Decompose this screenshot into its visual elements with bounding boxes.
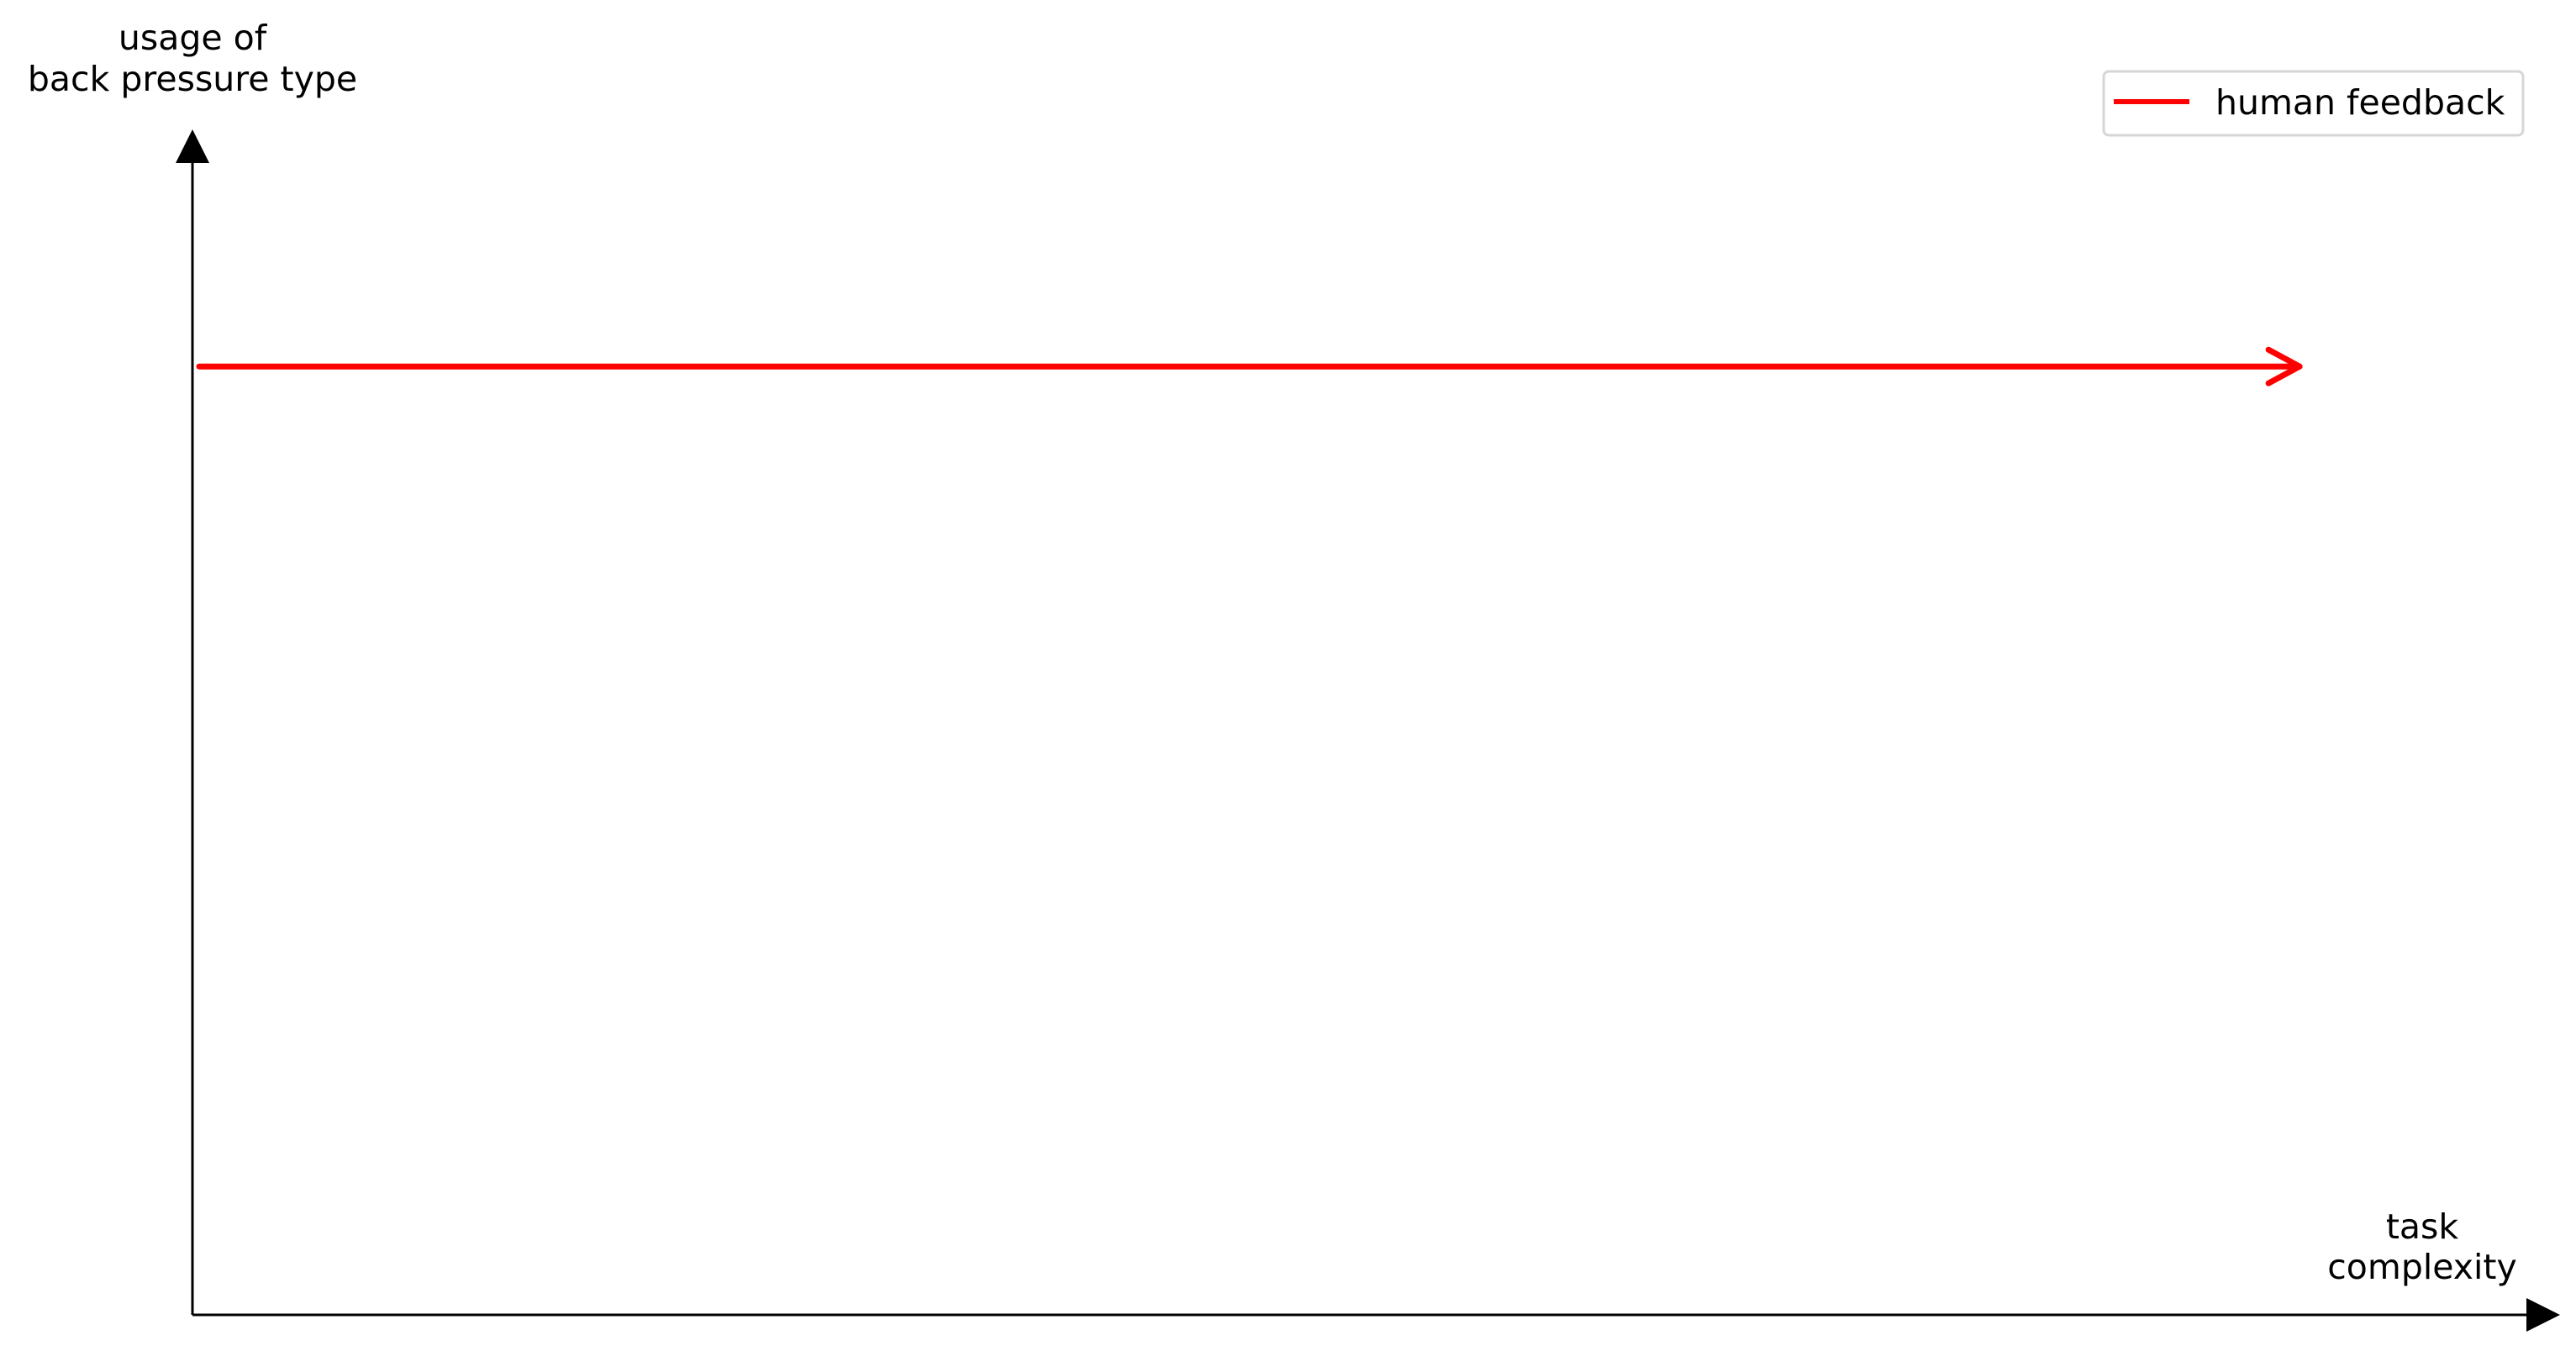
x-axis-label-line-2: complexity [2327, 1247, 2516, 1287]
y-axis [176, 129, 209, 1315]
x-axis-label-line-1: task [2386, 1206, 2459, 1247]
y-axis-label-line-1: usage of [119, 18, 268, 58]
legend-box [2102, 70, 2525, 137]
y-axis-arrowhead [176, 129, 209, 163]
x-axis-arrowhead [2526, 1298, 2560, 1332]
legend-label-human-feedback: human feedback [2215, 82, 2505, 123]
legend: human feedback [2102, 70, 2525, 137]
y-axis-label-line-2: back pressure type [28, 59, 357, 99]
x-axis [192, 1298, 2560, 1332]
series-arrowhead-human-feedback [2265, 346, 2303, 386]
series-layer [196, 346, 2303, 386]
